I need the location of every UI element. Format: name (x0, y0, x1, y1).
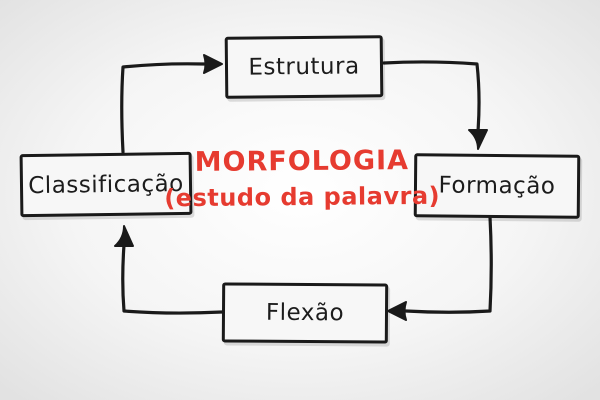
arrow-line (120, 62, 206, 154)
arrow-line (404, 215, 493, 314)
diagram-subtitle: (estudo da palavra) (164, 181, 441, 212)
arrow-flexao-to-classificacao (114, 225, 224, 315)
node-flexao: Flexão (221, 282, 389, 344)
arrow-estrutura-to-formacao (382, 60, 488, 150)
arrow-head-up (114, 225, 134, 247)
arrow-head-right (203, 54, 223, 74)
diagram-title-block: MORFOLOGIA (estudo da palavra) (140, 145, 465, 212)
node-flexao-label: Flexão (265, 299, 345, 327)
arrow-head-left (387, 301, 407, 321)
arrow-classificacao-to-estrutura (120, 54, 223, 154)
diagram-title: MORFOLOGIA (194, 145, 410, 178)
arrow-line (382, 60, 481, 133)
node-estrutura-label: Estrutura (248, 53, 360, 81)
arrow-formacao-to-flexao (387, 215, 493, 321)
arrow-head-down (468, 129, 488, 150)
arrow-line (121, 243, 224, 315)
node-estrutura: Estrutura (224, 35, 384, 99)
